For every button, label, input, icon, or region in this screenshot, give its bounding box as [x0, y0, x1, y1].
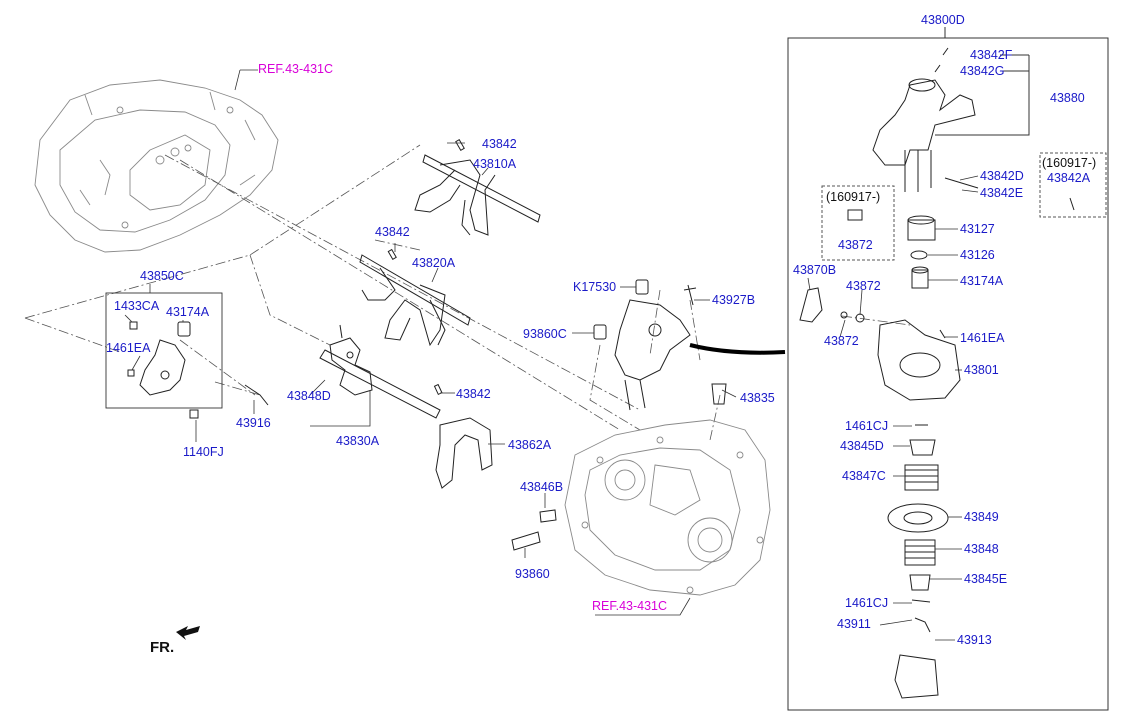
part-label-43880[interactable]: 43880: [1050, 91, 1085, 105]
construction-lines: [24, 144, 911, 441]
date-note-right: (160917-): [1042, 156, 1097, 170]
part-label-43842E[interactable]: 43842E: [980, 186, 1024, 200]
date-box-right: [1039, 152, 1107, 218]
part-label-43174A-right[interactable]: 43174A: [960, 274, 1004, 288]
transmission-case-top-left: [34, 79, 279, 253]
part-label-43911[interactable]: 43911: [837, 617, 871, 631]
bracket-assembly-43850C: [105, 292, 269, 419]
shift-fork-43820A: [359, 248, 471, 347]
shift-fork-43862A: [433, 383, 493, 489]
part-label-43845E[interactable]: 43845E: [964, 572, 1008, 586]
part-label-43842-mid[interactable]: 43842: [375, 225, 410, 239]
part-label-93860C[interactable]: 93860C: [523, 327, 567, 341]
part-label-1433CA[interactable]: 1433CA: [114, 299, 160, 313]
part-label-43801[interactable]: 43801: [964, 363, 999, 377]
part-label-43842F[interactable]: 43842F: [970, 48, 1013, 62]
shift-lever-43880: [872, 47, 979, 192]
part-label-43127[interactable]: 43127: [960, 222, 995, 236]
part-label-93860[interactable]: 93860: [515, 567, 550, 581]
part-label-43842D[interactable]: 43842D: [980, 169, 1024, 183]
part-label-43842-low[interactable]: 43842: [456, 387, 491, 401]
part-label-43847C[interactable]: 43847C: [842, 469, 886, 483]
part-label-43872-upper[interactable]: 43872: [846, 279, 881, 293]
assembly-box-43800D: [787, 37, 1109, 711]
part-label-43848[interactable]: 43848: [964, 542, 999, 556]
part-label-43846B[interactable]: 43846B: [520, 480, 564, 494]
part-label-43835[interactable]: 43835: [740, 391, 775, 405]
part-label-1461EA-left[interactable]: 1461EA: [106, 341, 151, 355]
part-label-1461CJ-lower[interactable]: 1461CJ: [845, 596, 889, 610]
shift-fork-43810A: [414, 138, 541, 236]
part-label-43810A[interactable]: 43810A: [473, 157, 517, 171]
part-label-1461CJ-upper[interactable]: 1461CJ: [845, 419, 889, 433]
part-label-43927B[interactable]: 43927B: [712, 293, 756, 307]
part-label-43174A-left[interactable]: 43174A: [166, 305, 210, 319]
part-label-1461EA-right[interactable]: 1461EA: [960, 331, 1005, 345]
part-label-43842G[interactable]: 43842G: [960, 64, 1005, 78]
front-direction-label: FR.: [150, 639, 175, 656]
part-label-43849[interactable]: 43849: [964, 510, 999, 524]
part-label-43830A[interactable]: 43830A: [336, 434, 380, 448]
stacked-parts-column: [799, 197, 1075, 699]
part-label-43126[interactable]: 43126: [960, 248, 995, 262]
part-label-43848D[interactable]: 43848D: [287, 389, 331, 403]
part-label-43850C[interactable]: 43850C: [140, 269, 184, 283]
ref-label-top-left[interactable]: REF.43-431C: [258, 62, 334, 76]
part-label-43872-box[interactable]: 43872: [838, 238, 873, 252]
part-label-43862A[interactable]: 43862A: [508, 438, 552, 452]
selector-cable: [689, 343, 786, 355]
part-label-43872-lower[interactable]: 43872: [824, 334, 859, 348]
part-label-1140FJ[interactable]: 1140FJ: [183, 445, 224, 459]
part-label-43916[interactable]: 43916: [236, 416, 271, 430]
front-direction-arrow-icon: [176, 626, 200, 640]
transmission-case-center-bottom: [564, 419, 771, 596]
date-note-left: (160917-): [826, 190, 881, 204]
part-label-K17530[interactable]: K17530: [573, 280, 617, 294]
part-label-43820A[interactable]: 43820A: [412, 256, 456, 270]
part-label-43842A[interactable]: 43842A: [1047, 171, 1091, 185]
ref-label-bottom[interactable]: REF.43-431C: [592, 599, 668, 613]
shift-rod-43830A: [319, 324, 441, 419]
selector-housing-center: [511, 279, 727, 551]
part-label-43842-top[interactable]: 43842: [482, 137, 517, 151]
assembly-header-label[interactable]: 43800D: [921, 13, 965, 27]
part-label-43870B[interactable]: 43870B: [793, 263, 837, 277]
leader-lines: [124, 69, 979, 641]
part-label-43845D[interactable]: 43845D: [840, 439, 884, 453]
date-box-left: [821, 185, 895, 261]
part-label-43913[interactable]: 43913: [957, 633, 992, 647]
